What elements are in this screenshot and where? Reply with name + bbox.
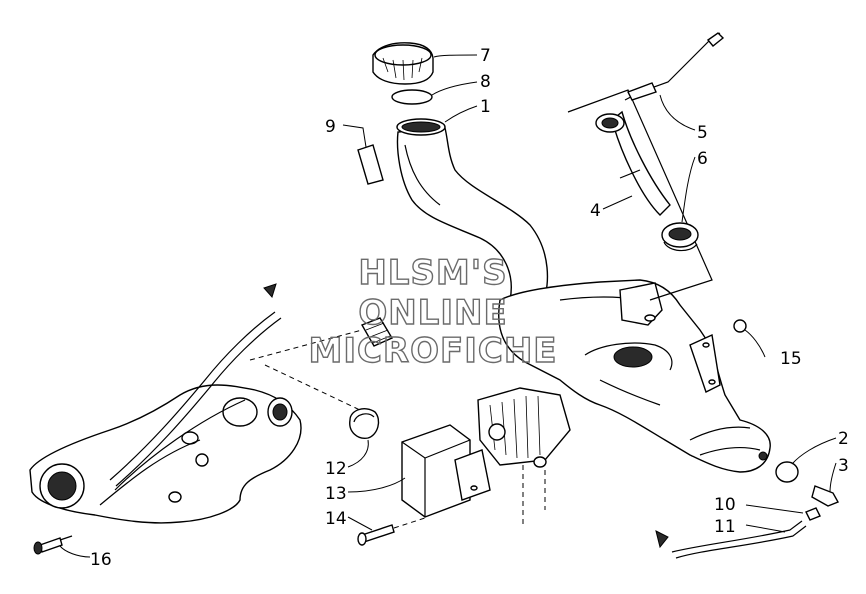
vent-valve	[360, 317, 394, 347]
callout-4: 4	[590, 201, 601, 221]
callout-9: 9	[325, 117, 336, 137]
elbow-fitting	[811, 485, 839, 507]
fuel-line	[671, 520, 803, 553]
screw	[33, 535, 73, 555]
callout-1: 1	[480, 97, 491, 117]
arrow-marker-right	[655, 530, 669, 549]
callout-3: 3	[838, 456, 849, 476]
callout-2: 2	[838, 429, 849, 449]
fuel-cap	[372, 42, 434, 85]
grommet-outlet	[775, 461, 799, 483]
callout-8: 8	[480, 72, 491, 92]
fuel-tank	[396, 118, 771, 473]
battery-box	[401, 424, 471, 518]
vent-hose	[109, 311, 276, 481]
cap-gasket	[391, 89, 433, 105]
watermark-line-2: ONLINE	[358, 293, 507, 333]
leader-lines	[59, 54, 837, 558]
hose-clamp	[805, 507, 821, 521]
watermark-line-1: HLSM'S	[358, 253, 507, 293]
callout-16: 16	[90, 550, 112, 570]
fuel-gauge-assembly	[567, 32, 725, 301]
hose-clamp-12	[349, 408, 380, 439]
callout-6: 6	[697, 149, 708, 169]
fuel-decal	[357, 144, 384, 185]
mount-bracket	[454, 449, 491, 501]
callout-12: 12	[325, 459, 347, 479]
engine-side-cover	[29, 384, 302, 524]
watermark-line-3: MICROFICHE	[308, 331, 557, 371]
grommet	[733, 319, 747, 333]
callout-5: 5	[697, 123, 708, 143]
arrow-marker-down	[263, 283, 277, 298]
bolt	[357, 524, 395, 546]
callout-7: 7	[480, 46, 491, 66]
engine-block	[477, 387, 571, 468]
watermark: HLSM'S ONLINE MICROFICHE	[308, 252, 557, 371]
callout-13: 13	[325, 484, 347, 504]
callout-14: 14	[325, 509, 347, 529]
callout-10: 10	[714, 495, 736, 515]
callout-11: 11	[714, 517, 736, 537]
callout-15: 15	[780, 349, 802, 369]
